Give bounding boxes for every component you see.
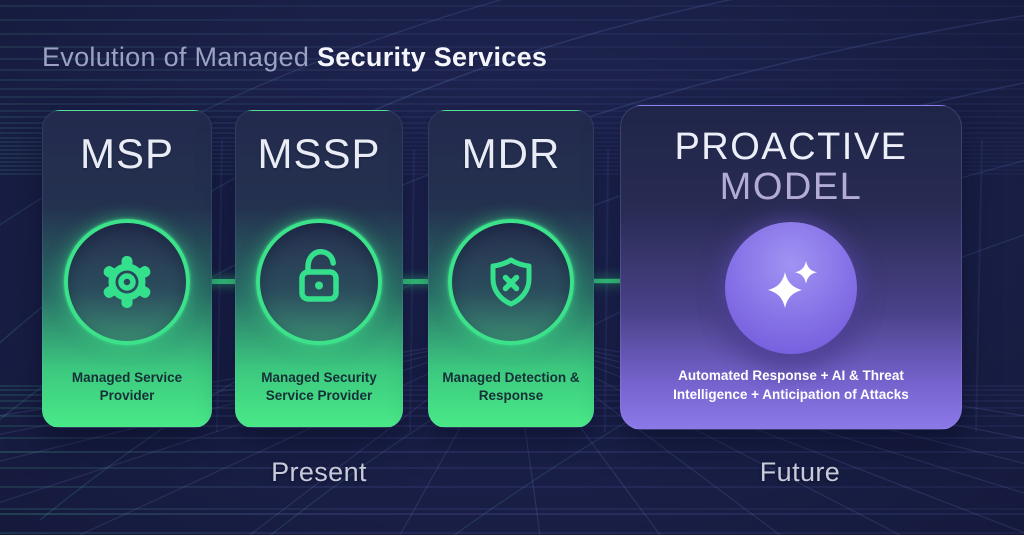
card-mssp-icon-circle [256, 219, 382, 345]
card-mdr-title: MDR [461, 130, 561, 177]
shield-x-icon [490, 257, 532, 307]
card-mssp: MSSP Managed Security Service Provider [235, 110, 403, 428]
card-msp-icon-circle [64, 219, 190, 345]
timeline-label-present: Present [271, 457, 367, 487]
page-title-muted: Evolution of Managed [42, 42, 317, 72]
card-mssp-title: MSSP [257, 130, 381, 177]
card-proactive-subtitle: Automated Response + AI & Threat Intelli… [673, 368, 909, 403]
page-title: Evolution of Managed Security Services [42, 42, 547, 73]
card-msp-title: MSP [79, 130, 174, 177]
card-mdr-subtitle: Managed Detection & Response [442, 369, 580, 403]
sparkles-icon [768, 261, 817, 308]
card-proactive-icon-circle [725, 222, 857, 354]
card-mssp-subtitle: Managed Security Service Provider [261, 369, 377, 403]
card-mdr: MDR Managed Detection & Response [428, 110, 594, 428]
card-proactive-title-line1: PROACTIVE [674, 126, 908, 168]
timeline-label-future: Future [759, 457, 841, 487]
connector-mssp-mdr [382, 279, 448, 284]
connector-msp-mssp [189, 279, 256, 284]
unlocked-padlock-icon [299, 249, 339, 302]
page-title-strong: Security Services [316, 42, 548, 72]
gear-icon [103, 256, 151, 308]
card-proactive-title-line2: MODEL [719, 165, 863, 208]
card-msp: MSP Managed Service Provider [42, 110, 212, 428]
card-mdr-icon-circle [448, 219, 574, 345]
card-msp-subtitle: Managed Service Provider [71, 369, 183, 403]
